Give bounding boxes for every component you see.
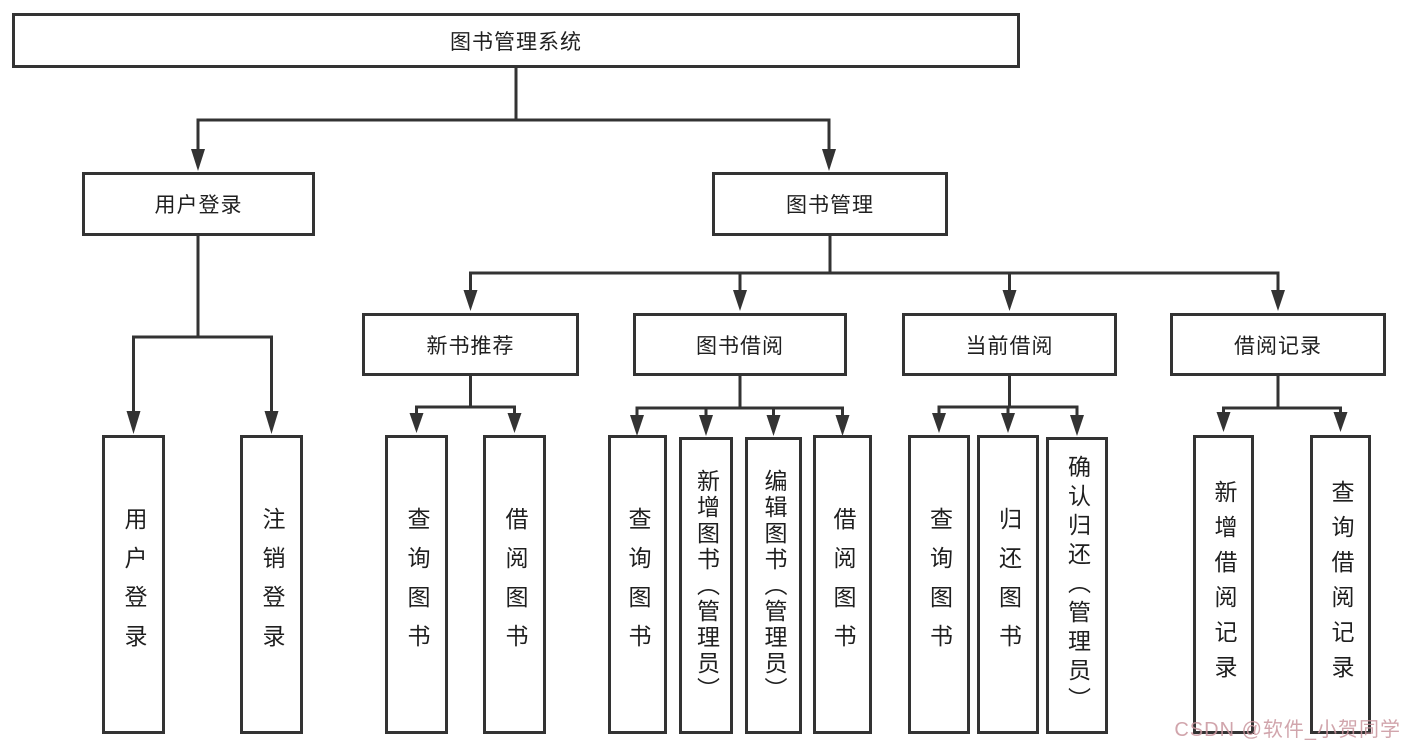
node-borrow-book-1: 借阅图书 bbox=[483, 435, 546, 734]
node-query-book-3: 查询图书 bbox=[908, 435, 970, 734]
node-book-borrow: 图书借阅 bbox=[633, 313, 847, 376]
node-query-book-2: 查询图书 bbox=[608, 435, 667, 734]
node-query-book-1: 查询图书 bbox=[385, 435, 448, 734]
node-return-book: 归还图书 bbox=[977, 435, 1039, 734]
leaf-label: 新增借阅记录 bbox=[1211, 479, 1237, 690]
node-new-book-recommend: 新书推荐 bbox=[362, 313, 579, 376]
node-edit-book-admin: 编辑图书（管理员） bbox=[745, 437, 802, 734]
node-user-login: 用户登录 bbox=[82, 172, 315, 236]
leaf-label: 新增图书（管理员） bbox=[693, 468, 720, 703]
node-library-management-system: 图书管理系统 bbox=[12, 13, 1020, 68]
node-query-borrow-record: 查询借阅记录 bbox=[1310, 435, 1371, 734]
node-current-borrow: 当前借阅 bbox=[902, 313, 1117, 376]
leaf-label: 查询图书 bbox=[926, 506, 953, 663]
leaf-label: 编辑图书（管理员） bbox=[761, 468, 787, 703]
leaf-label: 用户登录 bbox=[121, 506, 147, 663]
node-borrow-book-2: 借阅图书 bbox=[813, 435, 872, 734]
csdn-watermark: CSDN @软件_小贺同学 bbox=[1174, 719, 1401, 741]
leaf-label: 查询图书 bbox=[625, 506, 651, 663]
node-logout-leaf: 注销登录 bbox=[240, 435, 303, 734]
leaf-label: 借阅图书 bbox=[502, 506, 528, 663]
leaf-label: 确认归还（管理员） bbox=[1064, 455, 1091, 716]
node-borrow-record: 借阅记录 bbox=[1170, 313, 1386, 376]
leaf-label: 归还图书 bbox=[995, 506, 1022, 663]
node-add-borrow-record: 新增借阅记录 bbox=[1193, 435, 1254, 734]
leaf-label: 查询借阅记录 bbox=[1328, 479, 1354, 690]
leaf-label: 查询图书 bbox=[404, 506, 430, 663]
node-user-login-leaf: 用户登录 bbox=[102, 435, 165, 734]
leaf-label: 借阅图书 bbox=[830, 506, 856, 663]
node-book-management: 图书管理 bbox=[712, 172, 948, 236]
leaf-label: 注销登录 bbox=[259, 506, 285, 663]
node-confirm-return-admin: 确认归还（管理员） bbox=[1046, 437, 1108, 734]
node-add-book-admin: 新增图书（管理员） bbox=[679, 437, 733, 734]
